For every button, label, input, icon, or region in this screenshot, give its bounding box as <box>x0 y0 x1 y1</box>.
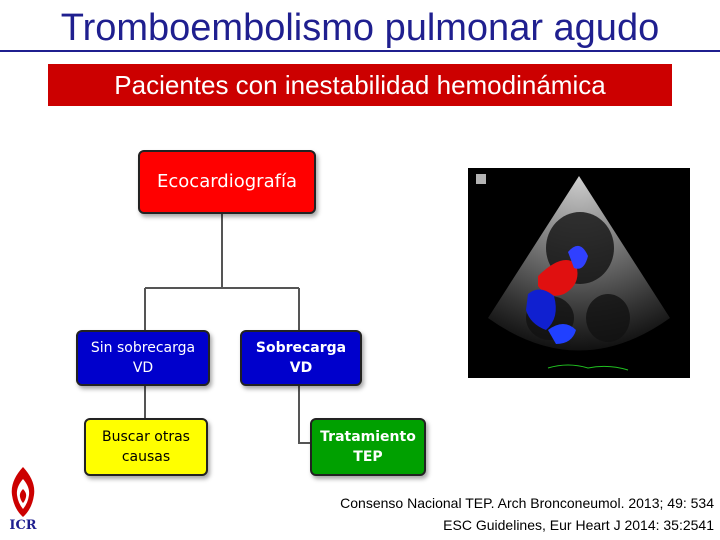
ecocardiografia-box: Ecocardiografía <box>138 150 316 214</box>
connector-right-outcome <box>298 384 310 444</box>
title-underline <box>0 50 720 52</box>
sobrecarga-box: Sobrecarga VD <box>240 330 362 386</box>
buscar-otras-causas-box: Buscar otras causas <box>84 418 208 476</box>
heart-flame-logo-icon <box>11 467 35 517</box>
reference-esc: ESC Guidelines, Eur Heart J 2014: 35:254… <box>443 517 714 533</box>
echocardiogram-image <box>468 168 690 378</box>
references: Consenso Nacional TEP. Arch Bronconeumol… <box>340 492 714 536</box>
reference-consenso: Consenso Nacional TEP. Arch Bronconeumol… <box>340 495 714 511</box>
sin-sobrecarga-box: Sin sobrecarga VD <box>76 330 210 386</box>
tratamiento-tep-box: Tratamiento TEP <box>310 418 426 476</box>
slide-title: Tromboembolismo pulmonar agudo <box>60 7 660 49</box>
logo-text: ICR <box>9 518 37 533</box>
condition-banner: Pacientes con inestabilidad hemodinámica <box>48 64 672 106</box>
